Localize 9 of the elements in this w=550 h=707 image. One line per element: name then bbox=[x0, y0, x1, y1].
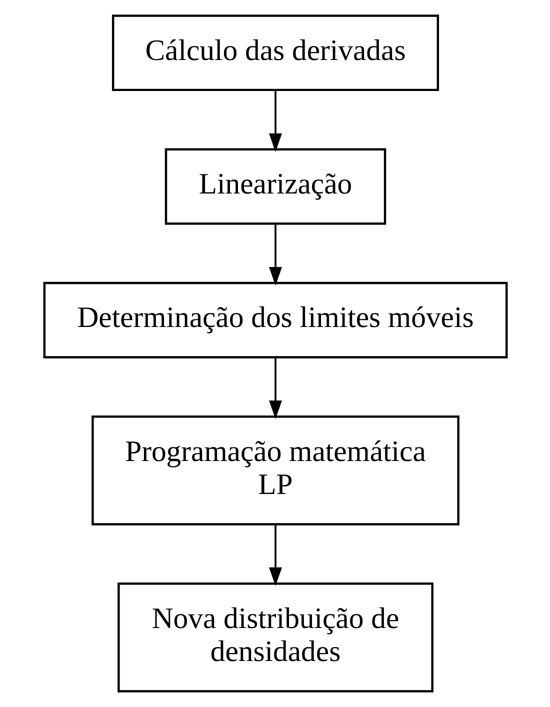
node-box: Cálculo das derivadas bbox=[111, 14, 439, 92]
arrow bbox=[268, 224, 282, 286]
node-box: Programação matemática LP bbox=[91, 416, 459, 526]
node-box: Determinação dos limites móveis bbox=[42, 282, 508, 358]
arrow bbox=[268, 90, 282, 152]
node-box: Nova distribuição de densidades bbox=[117, 582, 433, 692]
node-box: Linearização bbox=[164, 148, 386, 225]
arrow bbox=[268, 524, 282, 586]
arrow bbox=[268, 357, 282, 420]
